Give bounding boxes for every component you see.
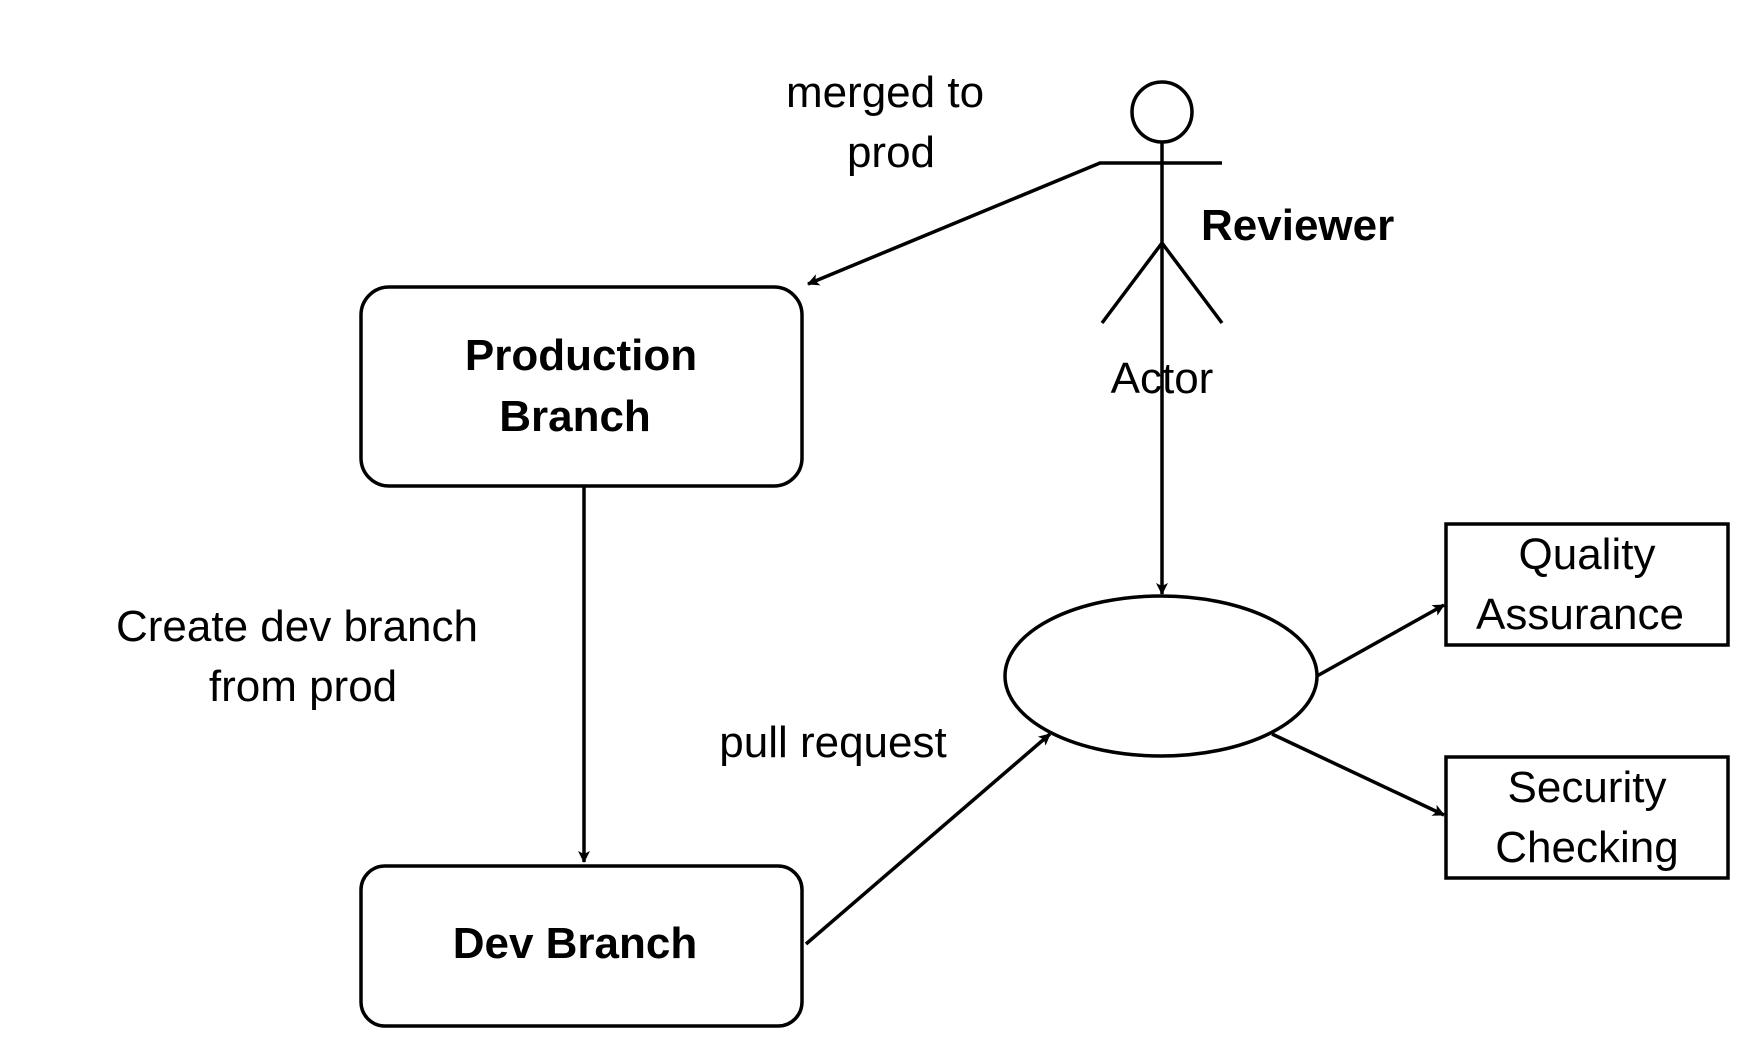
pull-request-label: pull request — [719, 718, 946, 767]
quality-assurance-box[interactable]: Quality Assurance — [1444, 522, 1730, 647]
merged-to-prod-label-line2: prod — [847, 128, 935, 177]
review-to-qa-arrow[interactable] — [1316, 603, 1445, 678]
dev-branch-node[interactable]: Dev Branch — [359, 864, 804, 1028]
actor-head-icon — [1130, 80, 1194, 144]
security-checking-label-line1: Security — [1508, 763, 1667, 812]
security-checking-box[interactable]: Security Checking — [1444, 755, 1730, 880]
security-checking-label-line2: Checking — [1495, 823, 1678, 872]
create-dev-branch-label-line1: Create dev branch — [116, 602, 478, 651]
production-branch-node[interactable]: Production Branch — [359, 285, 804, 488]
create-dev-branch-label-line2: from prod — [209, 662, 397, 711]
actor-right-leg-icon — [1160, 241, 1224, 325]
quality-assurance-label-line2: Assurance — [1476, 590, 1684, 639]
quality-assurance-label-line1: Quality — [1519, 530, 1656, 579]
review-process-ellipse[interactable] — [1003, 594, 1319, 758]
production-branch-label-line2: Branch — [499, 392, 651, 441]
dev-branch-label: Dev Branch — [453, 919, 698, 968]
pull-request-arrow[interactable] — [804, 732, 1052, 946]
reviewer-name-label: Reviewer — [1201, 201, 1394, 250]
actor-left-leg-icon — [1100, 241, 1164, 325]
production-branch-label-line1: Production — [465, 331, 697, 380]
merged-to-prod-label-line1: merged to — [786, 68, 984, 117]
review-to-security-arrow[interactable] — [1271, 732, 1445, 817]
merged-to-prod-arrow[interactable] — [807, 161, 1102, 286]
reviewer-actor[interactable]: Reviewer Actor — [1100, 80, 1394, 403]
